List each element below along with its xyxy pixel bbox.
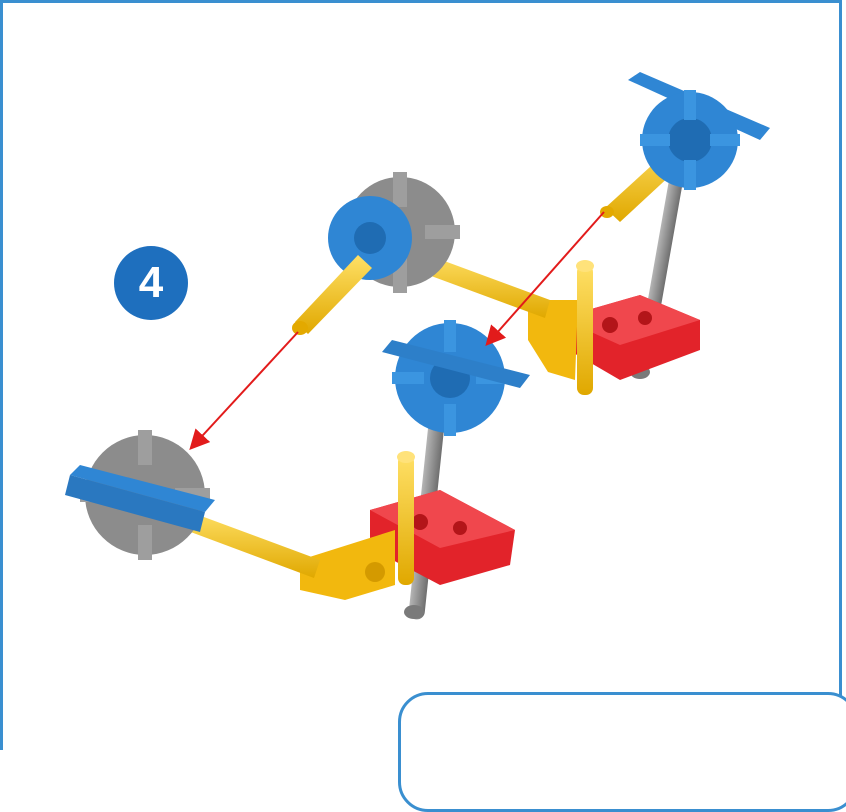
gray-blue-connector-lower bbox=[65, 430, 215, 560]
next-step-panel bbox=[398, 692, 846, 812]
assembly-illustration bbox=[0, 0, 846, 750]
yellow-connector-upper bbox=[528, 260, 594, 395]
lower-assembly bbox=[65, 320, 530, 620]
upper-assembly bbox=[292, 72, 770, 395]
instruction-page: 4 bbox=[0, 0, 846, 750]
blue-connector-middle bbox=[382, 320, 530, 436]
yellow-rod-upper-left bbox=[292, 255, 372, 335]
